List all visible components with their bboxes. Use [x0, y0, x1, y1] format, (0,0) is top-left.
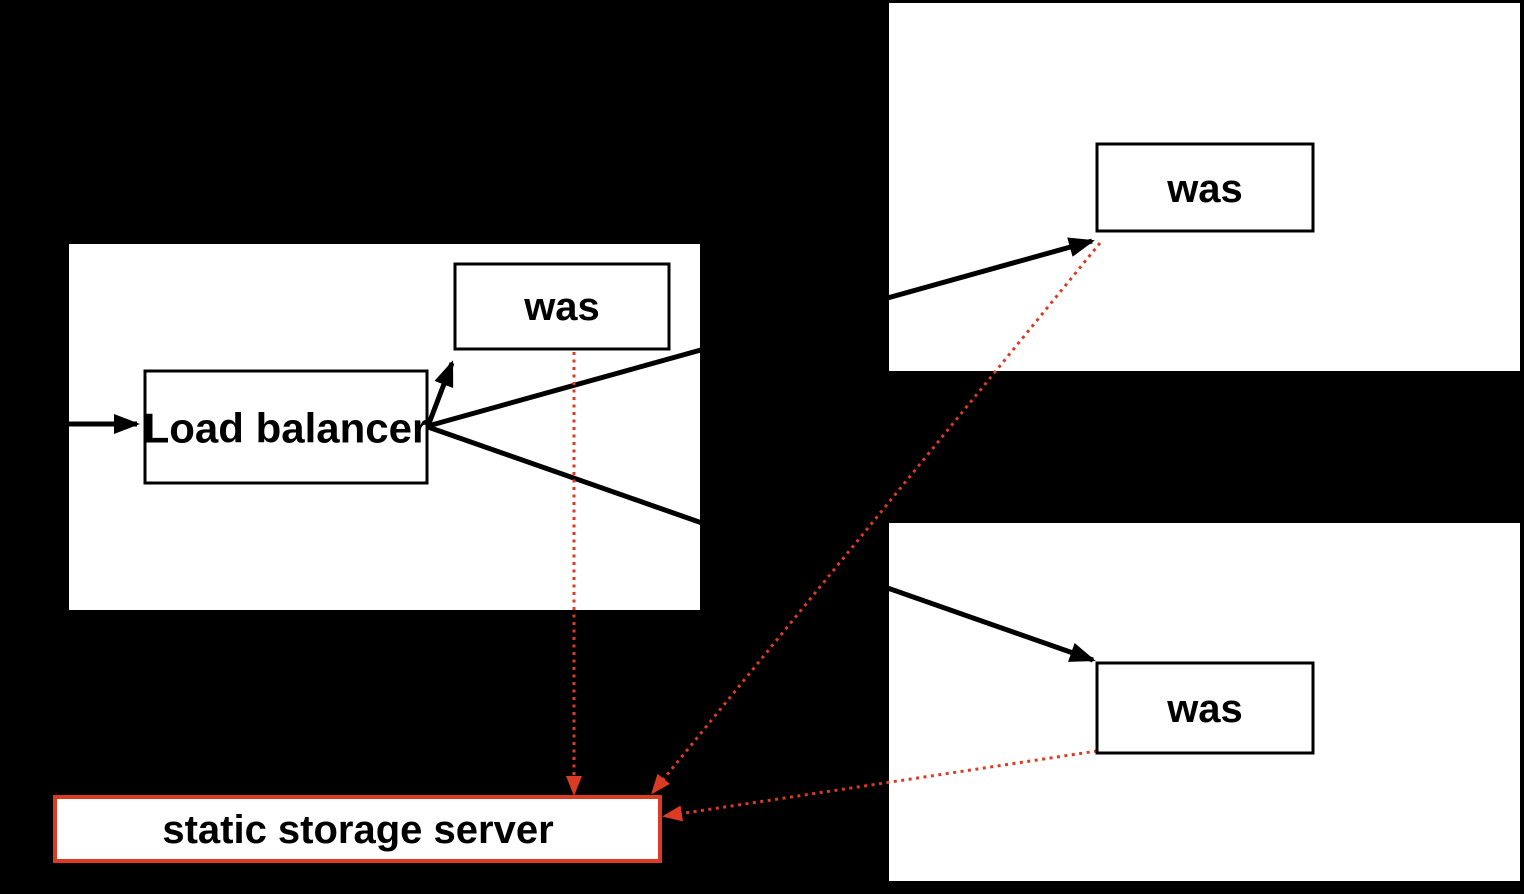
- was-top-right-label: was: [1166, 167, 1243, 211]
- was-top-right-box: [1095, 142, 1315, 233]
- was-top-right-to-storage-dotted-arrow: [651, 242, 1102, 795]
- was-bottom-right-to-storage-dotted-arrow: [662, 749, 1098, 822]
- was-bottom-right-label: was: [1166, 687, 1243, 731]
- load-balancer-label: Load balancer: [144, 405, 429, 452]
- static-storage-box: [53, 795, 662, 863]
- was-left-box: [453, 262, 671, 351]
- static-storage-label: static storage server: [162, 808, 553, 852]
- was-left-label: was: [523, 285, 600, 329]
- load-balancer-box: [143, 369, 429, 485]
- lb-to-was-top-right-arrow: [427, 237, 1095, 429]
- lb-to-was-left-arrow: [425, 360, 455, 427]
- was-bottom-right-box: [1095, 661, 1315, 755]
- lb-to-was-bottom-right-arrow: [427, 424, 1096, 663]
